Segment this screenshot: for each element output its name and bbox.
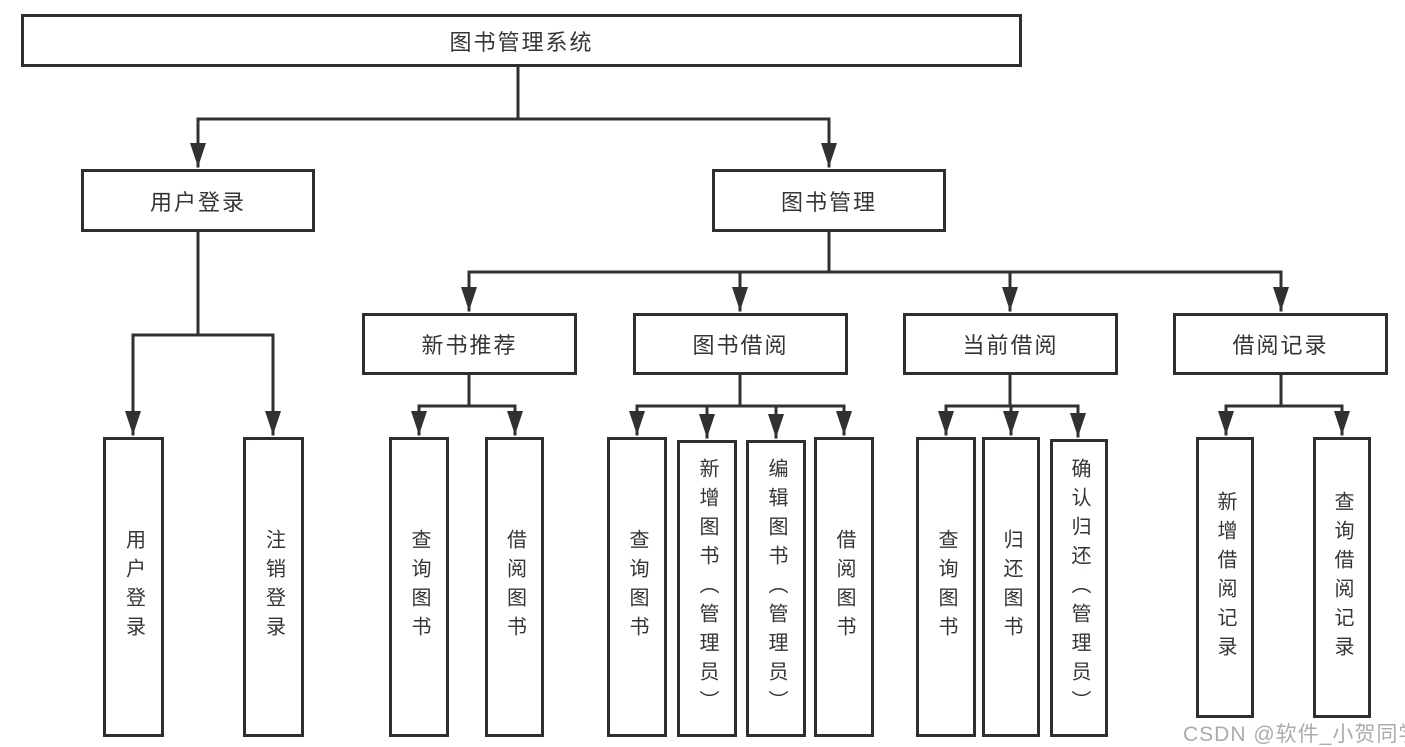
csdn-watermark: CSDN @软件_小贺同学 [1183, 723, 1405, 746]
node-query-books-2: 查询图书 [607, 437, 667, 737]
node-borrow-books-1: 借阅图书 [485, 437, 544, 737]
node-book-borrow: 图书借阅 [633, 313, 848, 375]
node-current-borrow: 当前借阅 [903, 313, 1118, 375]
node-query-books-1: 查询图书 [389, 437, 449, 737]
node-add-books-admin: 新增图书（管理员） [677, 440, 737, 737]
node-library-management-system: 图书管理系统 [21, 14, 1022, 67]
node-logout-leaf: 注销登录 [243, 437, 304, 737]
node-book-management-branch: 图书管理 [712, 169, 946, 232]
node-query-borrow-record: 查询借阅记录 [1313, 437, 1371, 718]
node-edit-books-admin: 编辑图书（管理员） [746, 440, 806, 737]
node-borrow-books-2: 借阅图书 [814, 437, 874, 737]
node-borrow-record: 借阅记录 [1173, 313, 1388, 375]
node-return-books: 归还图书 [982, 437, 1040, 737]
node-confirm-return-admin: 确认归还（管理员） [1050, 439, 1108, 737]
node-new-book-recommend: 新书推荐 [362, 313, 577, 375]
node-user-login-leaf: 用户登录 [103, 437, 164, 737]
node-user-login-branch: 用户登录 [81, 169, 315, 232]
node-add-borrow-record: 新增借阅记录 [1196, 437, 1254, 718]
node-query-books-3: 查询图书 [916, 437, 976, 737]
